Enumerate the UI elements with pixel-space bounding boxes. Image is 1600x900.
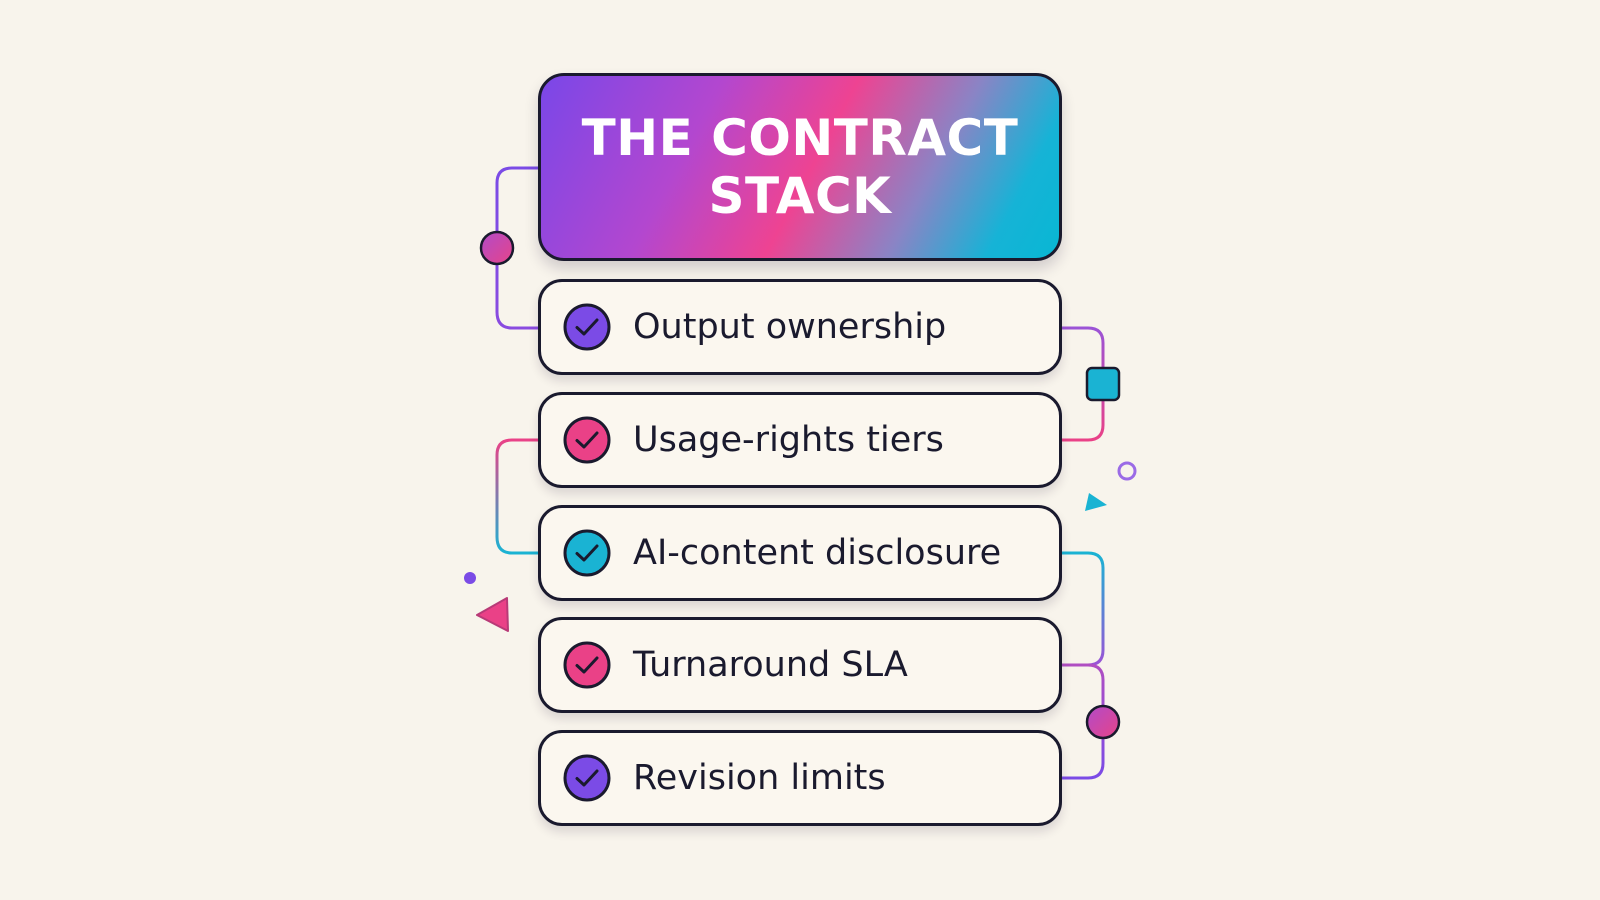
list-item: Revision limits <box>538 730 1062 826</box>
connector-item-3-to-item-4 <box>1062 551 1105 667</box>
list-item: AI-content disclosure <box>538 505 1062 601</box>
item-label: Usage-rights tiers <box>633 420 944 460</box>
check-circle-icon <box>563 529 611 577</box>
list-item: Turnaround SLA <box>538 617 1062 713</box>
decor-ring <box>1117 461 1137 481</box>
list-item: Usage-rights tiers <box>538 392 1062 488</box>
check-circle-icon <box>563 416 611 464</box>
connector-node-circle <box>479 230 515 266</box>
item-label: AI-content disclosure <box>633 533 1002 573</box>
decor-triangle <box>1085 493 1107 511</box>
page-title: THE CONTRACT STACK <box>581 109 1019 225</box>
check-circle-icon <box>563 754 611 802</box>
title-banner: THE CONTRACT STACK <box>538 73 1062 261</box>
connector-item-2-to-item-3 <box>495 438 538 555</box>
item-label: Turnaround SLA <box>633 645 908 685</box>
connector-node-circle <box>1085 704 1121 740</box>
decor-dot <box>464 572 476 584</box>
check-circle-icon <box>563 303 611 351</box>
list-item: Output ownership <box>538 279 1062 375</box>
connector-node-square <box>1085 366 1121 402</box>
decor-triangle <box>476 597 509 632</box>
item-label: Output ownership <box>633 307 947 347</box>
item-label: Revision limits <box>633 758 886 798</box>
check-circle-icon <box>563 641 611 689</box>
